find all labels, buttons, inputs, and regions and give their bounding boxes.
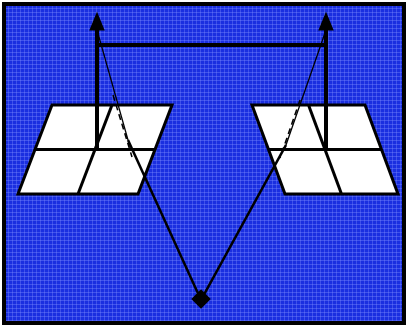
left-ray bbox=[96, 29, 203, 301]
left-ray-lower bbox=[126, 139, 203, 301]
right-ray-lower bbox=[199, 144, 288, 301]
right-ray bbox=[199, 29, 327, 301]
convergence-point-icon bbox=[191, 289, 211, 309]
left-ray-upper-thin bbox=[96, 29, 129, 141]
right-ray-upper-thin bbox=[285, 29, 327, 146]
left-ray-dashed bbox=[112, 94, 133, 158]
